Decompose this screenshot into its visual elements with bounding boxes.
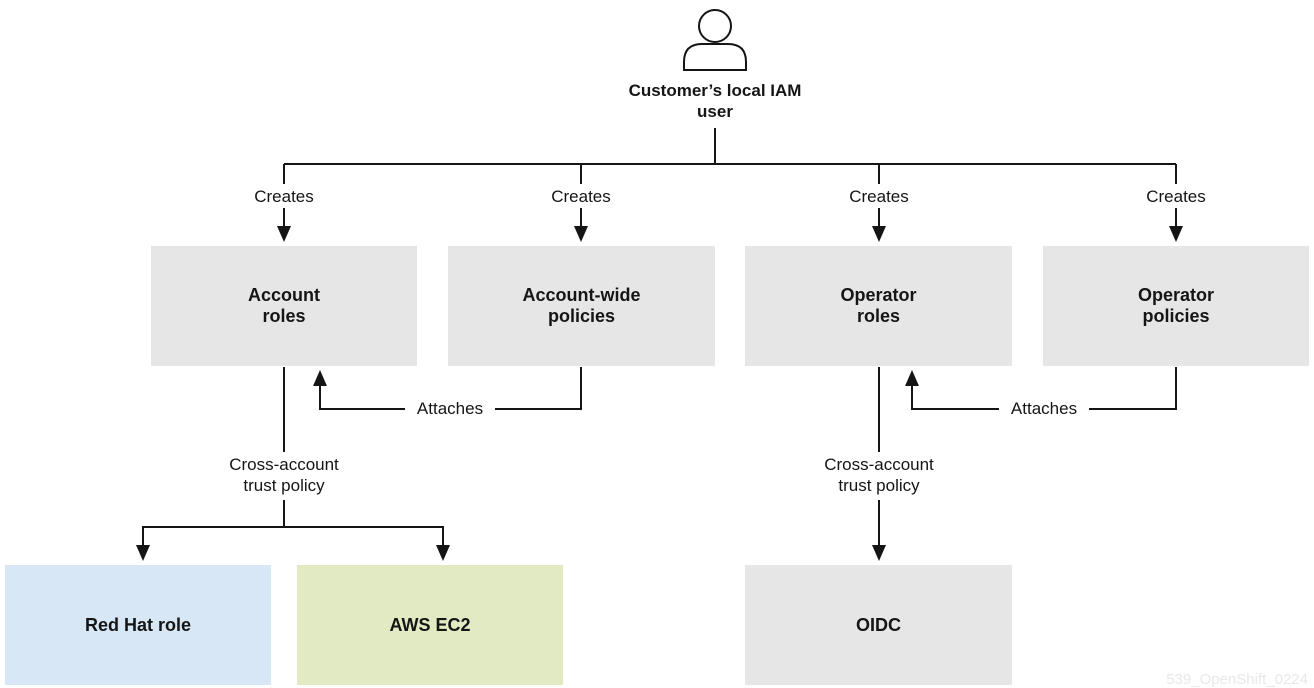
node-label: AWS EC2 (389, 614, 471, 635)
creates-label-1: Creates (244, 186, 324, 207)
creates-label-4: Creates (1136, 186, 1216, 207)
node-oidc: OIDC (745, 565, 1012, 685)
node-operator-policies: Operator policies (1043, 246, 1309, 366)
user-label: Customer’s local IAM user (628, 81, 802, 121)
attaches-label-2: Attaches (999, 398, 1089, 419)
node-label: Operator roles (840, 285, 917, 326)
arrow-down-icon (277, 226, 291, 242)
cross-account-label-2: Cross-account trust policy (809, 454, 949, 496)
user-icon-head (698, 9, 732, 43)
node-red-hat-role: Red Hat role (5, 565, 271, 685)
arrow-down-icon (574, 226, 588, 242)
node-account-roles: Account roles (151, 246, 417, 366)
arrow-down-icon (436, 545, 450, 561)
arrow-up-icon (313, 370, 327, 386)
node-label: Operator policies (1137, 285, 1215, 326)
node-account-wide-policies: Account-wide policies (448, 246, 715, 366)
node-label: Red Hat role (84, 614, 192, 635)
creates-label-2: Creates (541, 186, 621, 207)
arrow-down-icon (872, 226, 886, 242)
arrow-down-icon (872, 545, 886, 561)
node-aws-ec2: AWS EC2 (297, 565, 563, 685)
arrow-up-icon (905, 370, 919, 386)
arrow-down-icon (1169, 226, 1183, 242)
creates-label-3: Creates (839, 186, 919, 207)
node-operator-roles: Operator roles (745, 246, 1012, 366)
node-label: Account-wide policies (522, 285, 641, 326)
watermark: 539_OpenShift_0224 (1166, 671, 1308, 688)
arrow-down-icon (136, 545, 150, 561)
attaches-label-1: Attaches (405, 398, 495, 419)
node-label: OIDC (856, 614, 901, 635)
user-icon-body (683, 43, 747, 71)
cross-account-label-1: Cross-account trust policy (214, 454, 354, 496)
node-label: Account roles (248, 285, 320, 326)
